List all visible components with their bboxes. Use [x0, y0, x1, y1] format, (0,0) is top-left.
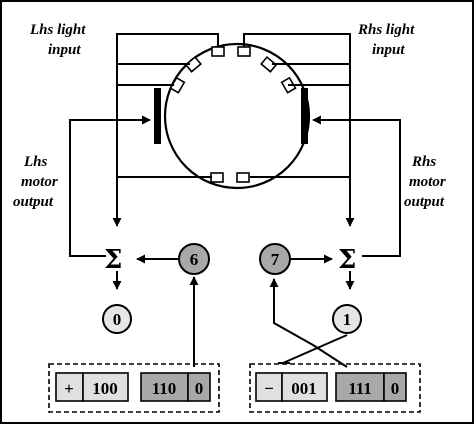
rhs-motor-output-wire [312, 115, 401, 257]
rhs-motor-label-line1: Rhs [411, 154, 436, 170]
sensor-wiring [116, 33, 351, 214]
bias-node-left-label: 6 [190, 250, 199, 269]
lhs-light-label-line2: input [48, 42, 81, 58]
genome-left-sign: + [64, 379, 74, 398]
sum-left: Σ [104, 245, 122, 275]
genome-left-value-cell [82, 372, 129, 402]
output-node-left-label: 0 [113, 310, 122, 329]
rhs-light-label-line1: Rhs light [357, 22, 415, 38]
genome-right-to-bias-arrow [269, 278, 348, 368]
genome-right-code-cell [335, 372, 385, 402]
rhs-motor-label-line2: motor [409, 174, 446, 190]
lhs-motor-label-line3: output [13, 194, 54, 210]
genome-left-flag: 0 [195, 379, 204, 398]
genome-left-code-cell [140, 372, 189, 402]
lhs-motor-output-wire [69, 115, 151, 257]
output-node-right-label: 1 [343, 310, 352, 329]
lhs-motor-label-line1: Lhs [23, 154, 48, 170]
right-wheel [301, 88, 308, 144]
lhs-motor-label-line2: motor [21, 174, 58, 190]
genome-left: + 100 110 0 [48, 363, 220, 413]
lhs-light-label-line1: Lhs light [29, 22, 86, 38]
genome-right-border [249, 363, 421, 413]
light-sensors [169, 46, 297, 183]
sensor-top-right [237, 46, 251, 57]
rhs-light-wire-1 [243, 33, 351, 214]
genome-right-sign-cell [255, 372, 283, 402]
rhs-motor-label-line3: output [404, 194, 445, 210]
sensor-bottom-left [210, 172, 224, 183]
genome-right-flag-cell [383, 372, 407, 402]
bias-node-right-label: 7 [271, 250, 280, 269]
sum-right: Σ [338, 245, 356, 275]
rhs-light-label-line2: input [372, 42, 405, 58]
lhs-light-wire-1 [116, 33, 219, 214]
sensor-upper-right [260, 55, 278, 73]
sensor-bottom-right [236, 172, 250, 183]
genome-right-value-cell [281, 372, 328, 402]
output-node-left [102, 304, 132, 334]
genome-right-sign: − [264, 379, 274, 398]
bias-node-left [178, 243, 210, 275]
robot-body [163, 42, 311, 190]
genome-right-code: 111 [348, 379, 372, 398]
left-wheel [154, 88, 161, 144]
sensor-top-left [211, 46, 225, 57]
genome-left-flag-cell [187, 372, 211, 402]
genome-right: − 001 111 0 [249, 363, 421, 413]
genome-left-border [48, 363, 220, 413]
output-node-right [332, 304, 362, 334]
sensor-upper-left [184, 55, 202, 73]
genome-left-code: 110 [152, 379, 177, 398]
genome-right-flag: 0 [391, 379, 400, 398]
genome-left-value: 100 [92, 379, 118, 398]
bias-node-right [259, 243, 291, 275]
sensor-left [169, 76, 186, 94]
output-right-to-genome-wire [282, 334, 348, 364]
genome-right-value: 001 [291, 379, 317, 398]
